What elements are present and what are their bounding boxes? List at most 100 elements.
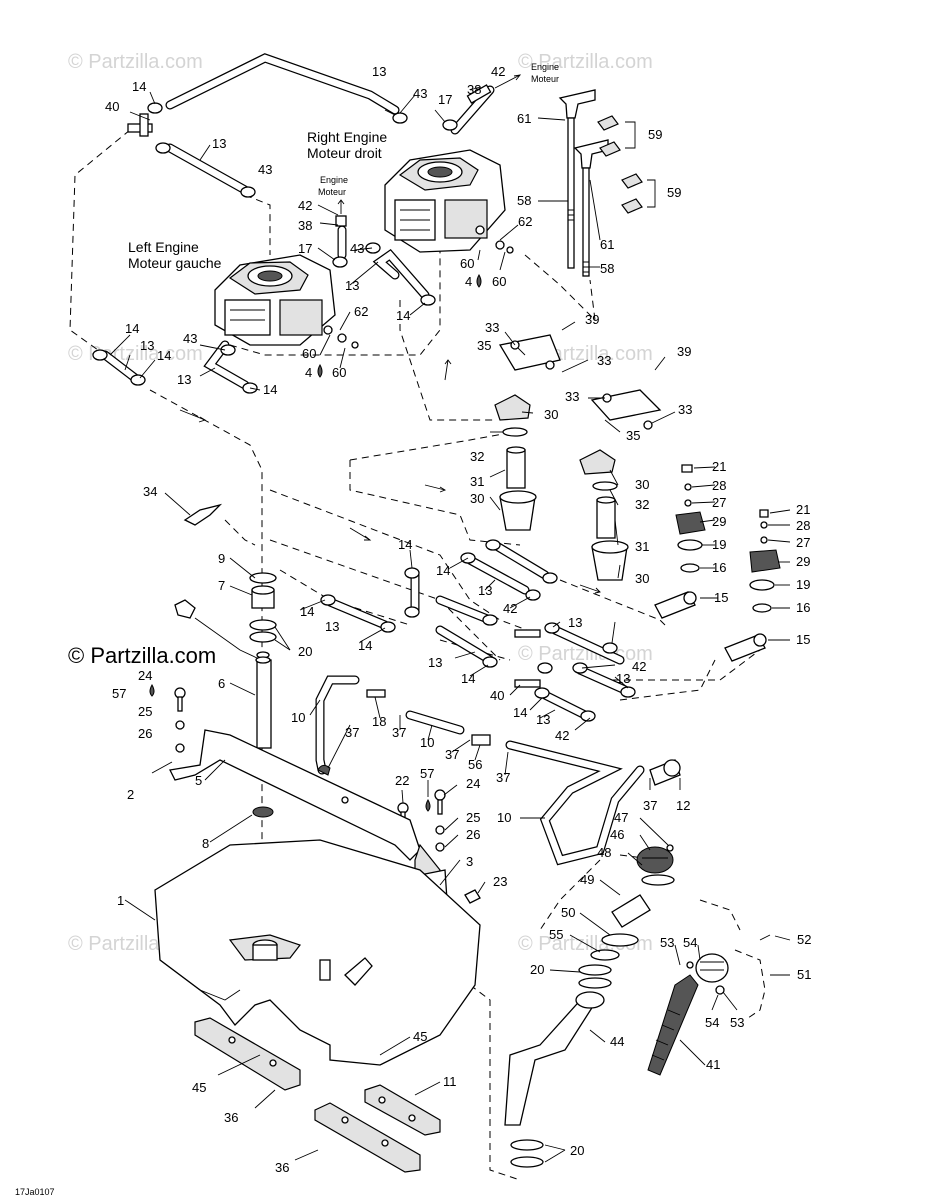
- misc-fittings: [317, 689, 681, 786]
- callout: 47: [614, 810, 628, 825]
- vent-valves: [654, 464, 781, 662]
- callout: 9: [218, 551, 225, 566]
- callout: 30: [470, 491, 484, 506]
- callout: 29: [712, 514, 726, 529]
- callout: 58: [517, 193, 531, 208]
- callout: 27: [712, 495, 726, 510]
- callout: 37: [392, 725, 406, 740]
- callout: 13: [345, 278, 359, 293]
- engine-label-fr: Moteur: [318, 187, 346, 197]
- callout: 60: [492, 274, 506, 289]
- callout: 14: [461, 671, 475, 686]
- grommet: [252, 806, 274, 818]
- right-carburetor: [384, 149, 514, 254]
- callout: 13: [428, 655, 442, 670]
- callout: 54: [683, 935, 697, 950]
- callout: 14: [358, 638, 372, 653]
- left-engine-label-fr: Moteur gauche: [128, 255, 222, 271]
- callout: 57: [112, 686, 126, 701]
- callout: 37: [445, 747, 459, 762]
- callout: 35: [626, 428, 640, 443]
- callout: 2: [127, 787, 134, 802]
- bolts-left: [149, 683, 186, 753]
- fuel-filters: [494, 394, 629, 581]
- callout: 14: [132, 79, 146, 94]
- callout: 56: [468, 757, 482, 772]
- mounting-brackets: [498, 334, 662, 430]
- filler-cap: [590, 844, 675, 961]
- callout: 60: [460, 256, 474, 271]
- callout: 10: [497, 810, 511, 825]
- callout: 10: [291, 710, 305, 725]
- callout: 33: [565, 389, 579, 404]
- tie-strap: [183, 503, 223, 526]
- callout: 41: [706, 1057, 720, 1072]
- engine-label: Engine: [531, 62, 559, 72]
- callout: 28: [712, 478, 726, 493]
- callout: 43: [183, 331, 197, 346]
- callout-numbers: 13 43 17 38 42 14 40 13 43 61 59 58 59 6…: [105, 64, 811, 1175]
- callout: 38: [298, 218, 312, 233]
- callout: 39: [585, 312, 599, 327]
- callout: 14: [157, 348, 171, 363]
- callout: 13: [478, 583, 492, 598]
- callout: 53: [660, 935, 674, 950]
- callout: 30: [635, 571, 649, 586]
- mid-clamps: [320, 539, 636, 722]
- callout: 16: [796, 600, 810, 615]
- callout: 62: [354, 304, 368, 319]
- watermark: © Partzilla.com: [68, 51, 203, 73]
- callout: 14: [398, 537, 412, 552]
- callout: 34: [143, 484, 157, 499]
- callout: 17: [298, 241, 312, 256]
- callout: 55: [549, 927, 563, 942]
- callout: 50: [561, 905, 575, 920]
- callout: 14: [263, 382, 277, 397]
- callout: 42: [632, 659, 646, 674]
- callout: 52: [797, 932, 811, 947]
- callout: 3: [466, 854, 473, 869]
- callout: 60: [332, 365, 346, 380]
- fuel-tank: [154, 839, 481, 1066]
- callout: 61: [600, 237, 614, 252]
- callout: 43: [258, 162, 272, 177]
- callout: 32: [470, 449, 484, 464]
- callout: 4: [305, 365, 312, 380]
- fuel-pickup: [174, 572, 277, 749]
- callout: 49: [580, 872, 594, 887]
- callout: 43: [350, 241, 364, 256]
- drop-icon: [317, 363, 323, 378]
- callout: 25: [138, 704, 152, 719]
- callout: 4: [465, 274, 472, 289]
- callout: 17: [438, 92, 452, 107]
- vent-tube: [647, 934, 771, 1076]
- callout: 60: [302, 346, 316, 361]
- callout: 33: [597, 353, 611, 368]
- drawing-code: 17Ja0107: [15, 1187, 55, 1197]
- drop-icon: [149, 683, 155, 697]
- watermark: © Partzilla.com: [68, 343, 203, 365]
- callout: 13: [212, 136, 226, 151]
- callout: 14: [300, 604, 314, 619]
- callout: 14: [396, 308, 410, 323]
- callout: 45: [192, 1080, 206, 1095]
- flow-arrows: [179, 359, 601, 594]
- callout: 20: [298, 644, 312, 659]
- callout: 58: [600, 261, 614, 276]
- callout: 45: [413, 1029, 427, 1044]
- callout: 36: [224, 1110, 238, 1125]
- callout: 44: [610, 1034, 624, 1049]
- callout: 33: [485, 320, 499, 335]
- callout: 1: [117, 893, 124, 908]
- engine-label: Engine: [320, 175, 348, 185]
- callout: 13: [372, 64, 386, 79]
- callout: 40: [490, 688, 504, 703]
- callout: 16: [712, 560, 726, 575]
- right-engine-label: Right Engine: [307, 129, 387, 145]
- callout: 20: [570, 1143, 584, 1158]
- callout: 33: [678, 402, 692, 417]
- callout: 42: [491, 64, 505, 79]
- callout: 32: [635, 497, 649, 512]
- copyright-notice: © Partzilla.com: [68, 643, 216, 668]
